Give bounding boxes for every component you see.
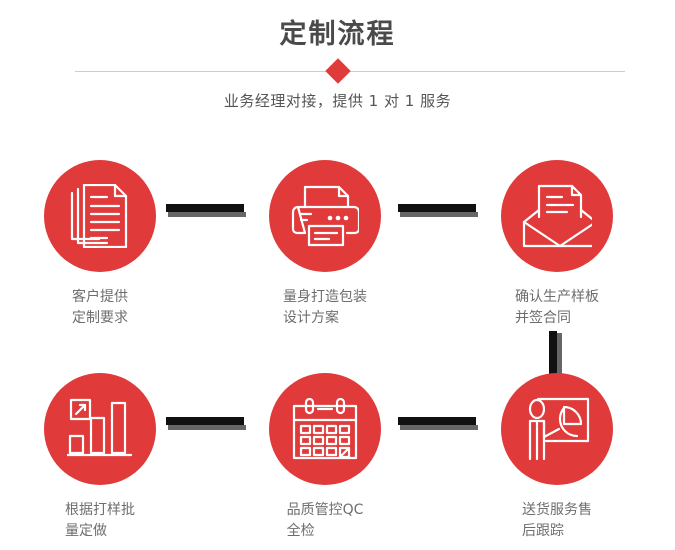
connector-bar [398,417,476,425]
step-4[interactable]: 根据打样批 量定做 [15,373,185,542]
step-3[interactable]: 确认生产样板 并签合同 [472,160,642,329]
step-6[interactable]: 送货服务售 后跟踪 [472,373,642,542]
connector-step5-step6 [398,417,478,430]
page-title: 定制流程 [279,19,396,50]
step-2-circle [269,160,381,272]
step-5[interactable]: 品质管控QC 全检 [240,373,410,542]
bar-chart-growth-icon [67,398,133,460]
connector-step1-step2 [166,204,246,217]
documents-stack-icon [69,184,131,248]
page-subtitle: 业务经理对接，提供 1 对 1 服务 [223,92,452,110]
connector-step2-step3 [398,204,478,217]
connector-shadow [168,425,246,430]
step-1[interactable]: 客户提供 定制要求 [15,160,185,329]
step-4-circle [44,373,156,485]
connector-step4-step5 [166,417,246,430]
calendar-icon [292,398,358,460]
printer-icon [291,185,359,247]
presenter-pie-chart-icon [524,397,590,461]
step-1-circle [44,160,156,272]
connector-shadow [400,425,478,430]
step-2[interactable]: 量身打造包装 设计方案 [240,160,410,329]
envelope-document-icon [522,184,592,248]
step-1-label: 客户提供 定制要求 [72,289,128,326]
connector-step3-step4 [549,331,562,377]
step-2-label: 量身打造包装 设计方案 [283,289,367,326]
connector-shadow [557,333,562,377]
step-4-label: 根据打样批 量定做 [65,502,135,539]
step-6-label: 送货服务售 后跟踪 [522,502,592,539]
connector-bar [166,204,244,212]
connector-bar [166,417,244,425]
step-6-circle [501,373,613,485]
connector-bar [398,204,476,212]
step-3-circle [501,160,613,272]
connector-shadow [400,212,478,217]
step-5-label: 品质管控QC 全检 [286,502,364,539]
connector-shadow [168,212,246,217]
step-3-label: 确认生产样板 并签合同 [515,289,599,326]
connector-bar [549,331,557,375]
step-5-circle [269,373,381,485]
